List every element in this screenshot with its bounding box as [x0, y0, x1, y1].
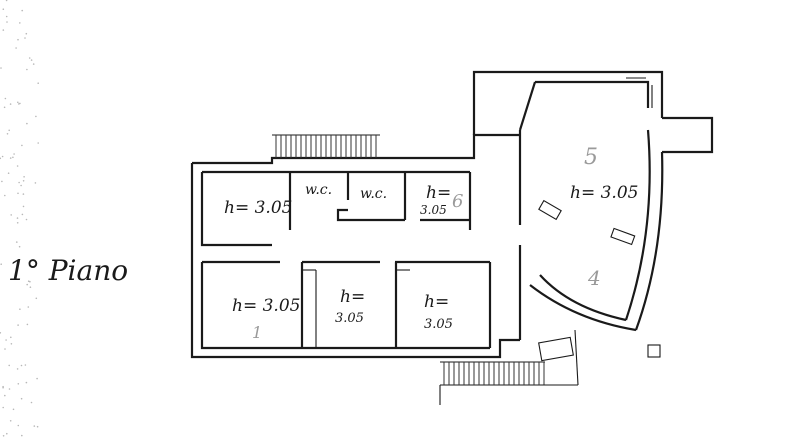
room-bottom-1-height: h= 3.05	[232, 296, 300, 316]
room-wc-1-name: w.c.	[305, 182, 332, 198]
room-bottom-1-number: 1	[252, 323, 262, 342]
room-5-number: 5	[584, 145, 598, 170]
room-wc-2-name: w.c.	[360, 186, 387, 202]
room-1-height: h= 3.05	[224, 198, 292, 218]
interior-walls	[200, 170, 492, 350]
stairs-top	[272, 134, 380, 159]
room-bottom-3-height-value: 3.05	[424, 317, 453, 332]
outer-walls	[190, 70, 714, 359]
room-5-height: h= 3.05	[570, 183, 638, 203]
floor-label: 1° Piano	[8, 254, 128, 287]
room-bottom-2-height: h=	[340, 287, 365, 307]
room-bottom-3-height: h=	[424, 292, 449, 312]
stairs-bottom	[440, 361, 545, 386]
room-labels: h= 3.05 w.c. w.c. h= 3.05 6 h= 3.05 5 h=…	[224, 145, 638, 342]
scan-noise	[0, 0, 39, 437]
room-6-height: h=	[426, 183, 451, 203]
room-4-number: 4	[587, 266, 601, 290]
room-6-height-value: 3.05	[420, 203, 447, 217]
room-6-number: 6	[452, 191, 463, 212]
details	[439, 77, 661, 405]
room-bottom-2-height-value: 3.05	[335, 311, 364, 326]
